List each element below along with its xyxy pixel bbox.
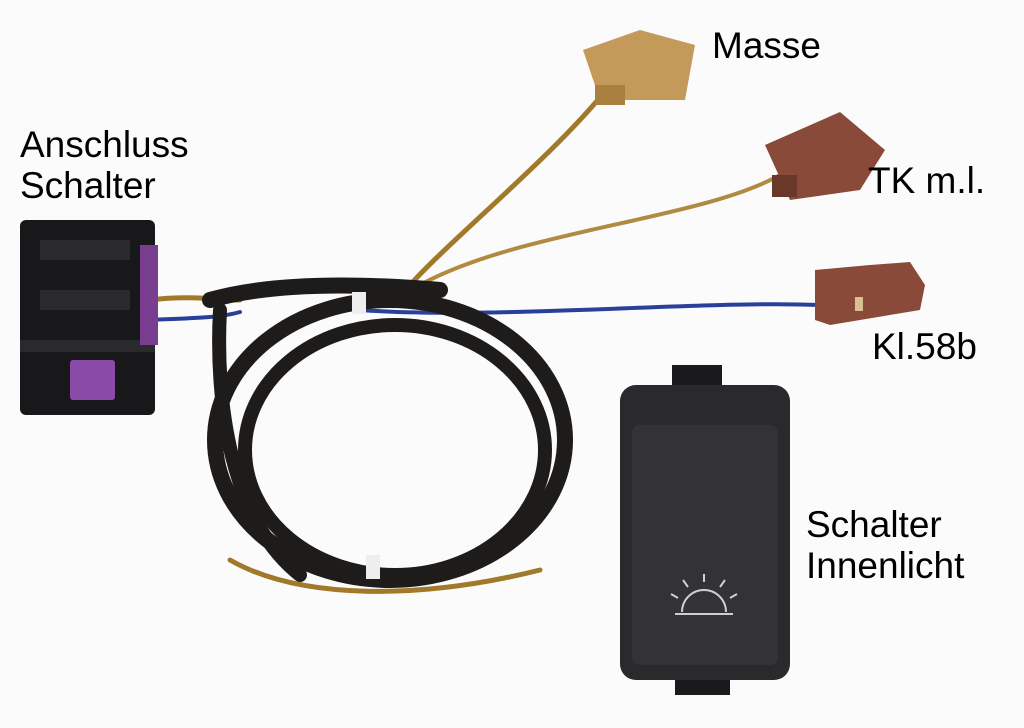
kl58b-connector bbox=[815, 262, 925, 325]
masse-connector bbox=[583, 30, 695, 105]
light-symbol-icon bbox=[670, 574, 738, 615]
interior-light-switch bbox=[620, 365, 790, 695]
tk-connector bbox=[765, 112, 885, 200]
label-masse: Masse bbox=[712, 25, 821, 66]
label-schalter-innenlicht: Schalter Innenlicht bbox=[806, 504, 964, 586]
switch-connector bbox=[20, 220, 158, 415]
wires bbox=[147, 82, 822, 322]
purple-latch bbox=[70, 360, 115, 400]
cable-tie-top bbox=[352, 292, 366, 314]
label-kl58b: Kl.58b bbox=[872, 326, 977, 367]
label-anschluss-line2: Schalter bbox=[20, 165, 156, 206]
label-schalter-line2: Innenlicht bbox=[806, 545, 965, 586]
label-anschluss-schalter: Anschluss Schalter bbox=[20, 124, 189, 206]
label-tk-ml: TK m.l. bbox=[868, 160, 986, 201]
label-anschluss-line1: Anschluss bbox=[20, 124, 189, 165]
harness-coil bbox=[202, 277, 573, 594]
cable-tie-bottom bbox=[366, 555, 380, 579]
label-schalter-line1: Schalter bbox=[806, 504, 942, 545]
